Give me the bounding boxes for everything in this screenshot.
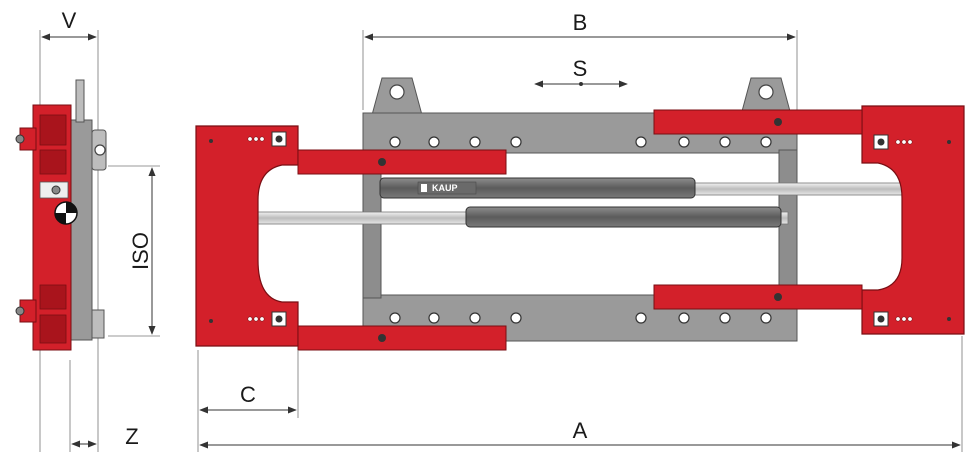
lower-hydraulic-cylinder xyxy=(465,206,782,228)
side-view: V Z xyxy=(15,8,139,452)
dimension-c-label: C xyxy=(240,382,256,407)
left-fork-arm xyxy=(195,125,507,351)
dimension-b-label: B xyxy=(573,10,588,35)
dimension-v-label: V xyxy=(62,8,77,33)
dimension-iso-label: ISO xyxy=(128,232,153,270)
right-fork-arm xyxy=(653,105,965,335)
dimension-z-label: Z xyxy=(125,424,138,449)
center-of-gravity-icon xyxy=(54,201,78,225)
iso-dimension: ISO xyxy=(108,165,160,337)
dimension-s-label: S xyxy=(573,56,588,81)
brand-label: KAUP xyxy=(432,183,458,193)
dimension-a-label: A xyxy=(573,418,588,443)
kaup-logo: KAUP xyxy=(417,181,477,195)
side-carriage-plate xyxy=(67,119,93,341)
front-view: B S xyxy=(195,10,965,452)
